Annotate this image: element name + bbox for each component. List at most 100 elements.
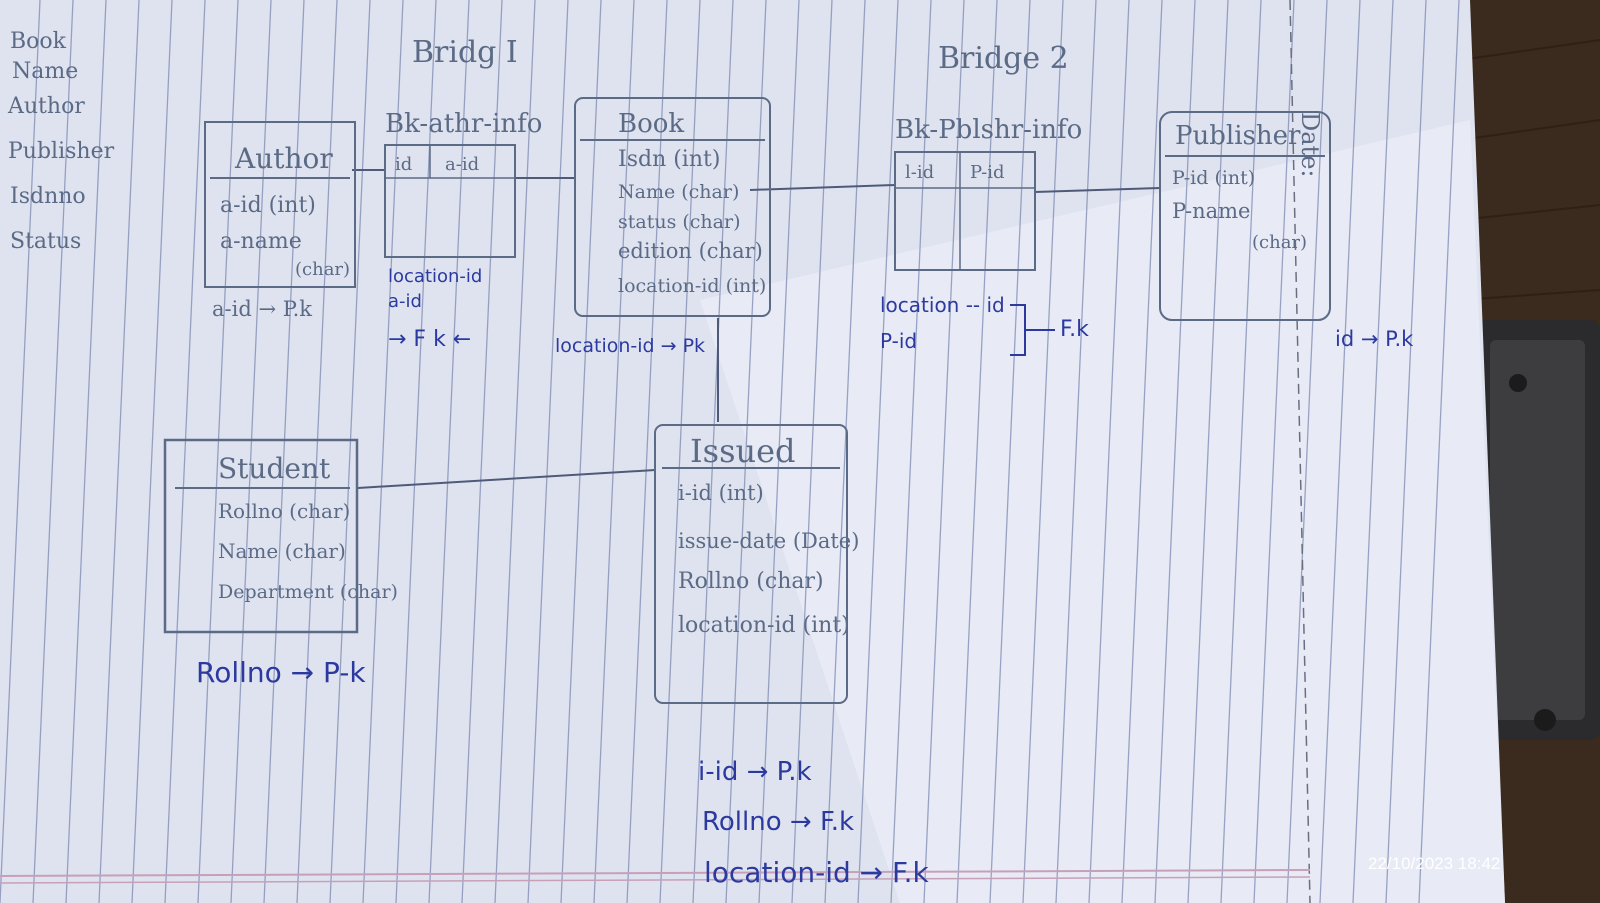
entity-field: location-id (int) bbox=[678, 613, 850, 638]
ruled-line bbox=[1385, 0, 1427, 903]
ruled-line bbox=[824, 0, 866, 903]
entity-field: edition (char) bbox=[618, 239, 763, 263]
entity-field: a-name bbox=[220, 229, 302, 254]
margin-note: Isdnno bbox=[10, 184, 86, 209]
ruled-line bbox=[164, 0, 206, 903]
entity-bk-author-info: Bk-athr-info id a-id location-id a-id → … bbox=[384, 109, 542, 352]
ruled-line bbox=[197, 0, 239, 903]
entity-field: i-id (int) bbox=[678, 481, 764, 505]
entity-field: a-id (int) bbox=[220, 193, 316, 218]
ruled-line bbox=[428, 0, 470, 903]
ruled-line bbox=[758, 0, 800, 903]
ruled-line bbox=[1088, 0, 1130, 903]
entity-field: Rollno (char) bbox=[218, 499, 350, 523]
ruled-line bbox=[1220, 0, 1262, 903]
ruled-line bbox=[1352, 0, 1394, 903]
ruled-line bbox=[626, 0, 668, 903]
ruled-line bbox=[956, 0, 998, 903]
margin-note: Book bbox=[10, 29, 67, 54]
fk-note: location-id bbox=[388, 266, 482, 287]
ruled-line bbox=[791, 0, 833, 903]
entity-field: (char) bbox=[295, 259, 350, 280]
entity-field: Isdn (int) bbox=[618, 147, 720, 172]
key-note: i-id → P.k bbox=[698, 757, 812, 787]
fk-note: a-id bbox=[388, 291, 422, 312]
margin-notes: Book Name Author Publisher Isdnno Status bbox=[7, 29, 115, 254]
entity-title: Publisher bbox=[1175, 121, 1301, 151]
page-date-label: Date: bbox=[1296, 112, 1324, 177]
key-note: location-id → F.k bbox=[704, 856, 930, 889]
entity-field: Rollno (char) bbox=[678, 569, 824, 594]
key-note: location-id → Pk bbox=[555, 335, 705, 357]
ruled-line bbox=[890, 0, 932, 903]
margin-note: Name bbox=[12, 59, 78, 84]
entity-field: P-name bbox=[1172, 199, 1250, 223]
key-note: Rollno → F.k bbox=[702, 807, 854, 837]
key-note: Rollno → P-k bbox=[196, 656, 366, 689]
ruled-line bbox=[857, 0, 899, 903]
entity-student: Student Rollno (char) Name (char) Depart… bbox=[163, 438, 398, 689]
ruled-line bbox=[923, 0, 965, 903]
margin-note: Publisher bbox=[8, 139, 115, 164]
key-note: a-id → P.k bbox=[212, 297, 312, 321]
margin-note: Author bbox=[7, 94, 85, 119]
entity-title: Book bbox=[618, 109, 684, 139]
ruled-line bbox=[527, 0, 569, 903]
fk-note: P-id bbox=[880, 329, 917, 353]
ruled-line bbox=[494, 0, 536, 903]
ruled-line bbox=[659, 0, 701, 903]
ruled-line bbox=[593, 0, 635, 903]
ruled-line bbox=[32, 0, 74, 903]
ruled-line bbox=[1154, 0, 1196, 903]
ruled-line bbox=[296, 0, 338, 903]
ruled-line bbox=[65, 0, 107, 903]
bridge2-label: Bridge 2 bbox=[938, 41, 1069, 76]
key-note: id → P.k bbox=[1335, 327, 1414, 351]
ruled-line bbox=[1253, 0, 1295, 903]
entity-field: Name (char) bbox=[218, 539, 346, 563]
ruled-line bbox=[692, 0, 734, 903]
ruled-line bbox=[560, 0, 602, 903]
ruled-line bbox=[1286, 0, 1328, 903]
ruled-line bbox=[362, 0, 404, 903]
ruled-line bbox=[230, 0, 272, 903]
entity-title: Issued bbox=[690, 432, 796, 470]
column-label: a-id bbox=[445, 154, 479, 175]
entity-field: status (char) bbox=[618, 211, 741, 233]
margin-note: Status bbox=[10, 229, 81, 254]
ruled-line bbox=[1055, 0, 1097, 903]
column-label: l-id bbox=[905, 162, 934, 183]
entity-field: issue-date (Date) bbox=[678, 529, 859, 553]
entity-field: P-id (int) bbox=[1172, 167, 1255, 189]
entity-title: Bk-Pblshr-info bbox=[895, 115, 1082, 145]
fk-note: F.k bbox=[1060, 317, 1089, 342]
entity-field: location-id (int) bbox=[618, 275, 766, 297]
entity-field: (char) bbox=[1252, 232, 1307, 253]
bridge1-label: Bridg I bbox=[412, 35, 518, 70]
ruled-line bbox=[131, 0, 173, 903]
ruled-line bbox=[98, 0, 140, 903]
entity-publisher: Publisher P-id (int) P-name (char) id → … bbox=[1159, 111, 1414, 351]
entity-book: Book Isdn (int) Name (char) status (char… bbox=[555, 97, 771, 357]
column-label: P-id bbox=[970, 162, 1005, 183]
entity-field: Name (char) bbox=[618, 181, 739, 203]
ruled-line bbox=[1022, 0, 1064, 903]
entity-bk-publisher-info: Bk-Pblshr-info l-id P-id location -- id … bbox=[880, 115, 1089, 356]
ruled-line bbox=[1187, 0, 1229, 903]
ruled-line bbox=[725, 0, 767, 903]
ruled-line bbox=[0, 0, 41, 903]
ruled-line bbox=[1418, 0, 1460, 903]
entity-author: Author a-id (int) a-name (char) a-id → P… bbox=[204, 121, 356, 321]
entity-issued: Issued i-id (int) issue-date (Date) Roll… bbox=[654, 424, 930, 889]
entity-title: Author bbox=[234, 142, 333, 175]
ruled-line bbox=[1121, 0, 1163, 903]
ruled-line bbox=[989, 0, 1031, 903]
ruled-line bbox=[1319, 0, 1361, 903]
fk-note: location -- id bbox=[880, 293, 1005, 317]
ruled-line bbox=[263, 0, 305, 903]
entity-field: Department (char) bbox=[218, 581, 398, 603]
ruled-line bbox=[461, 0, 503, 903]
column-label: id bbox=[395, 154, 412, 175]
entity-title: Bk-athr-info bbox=[385, 109, 542, 139]
